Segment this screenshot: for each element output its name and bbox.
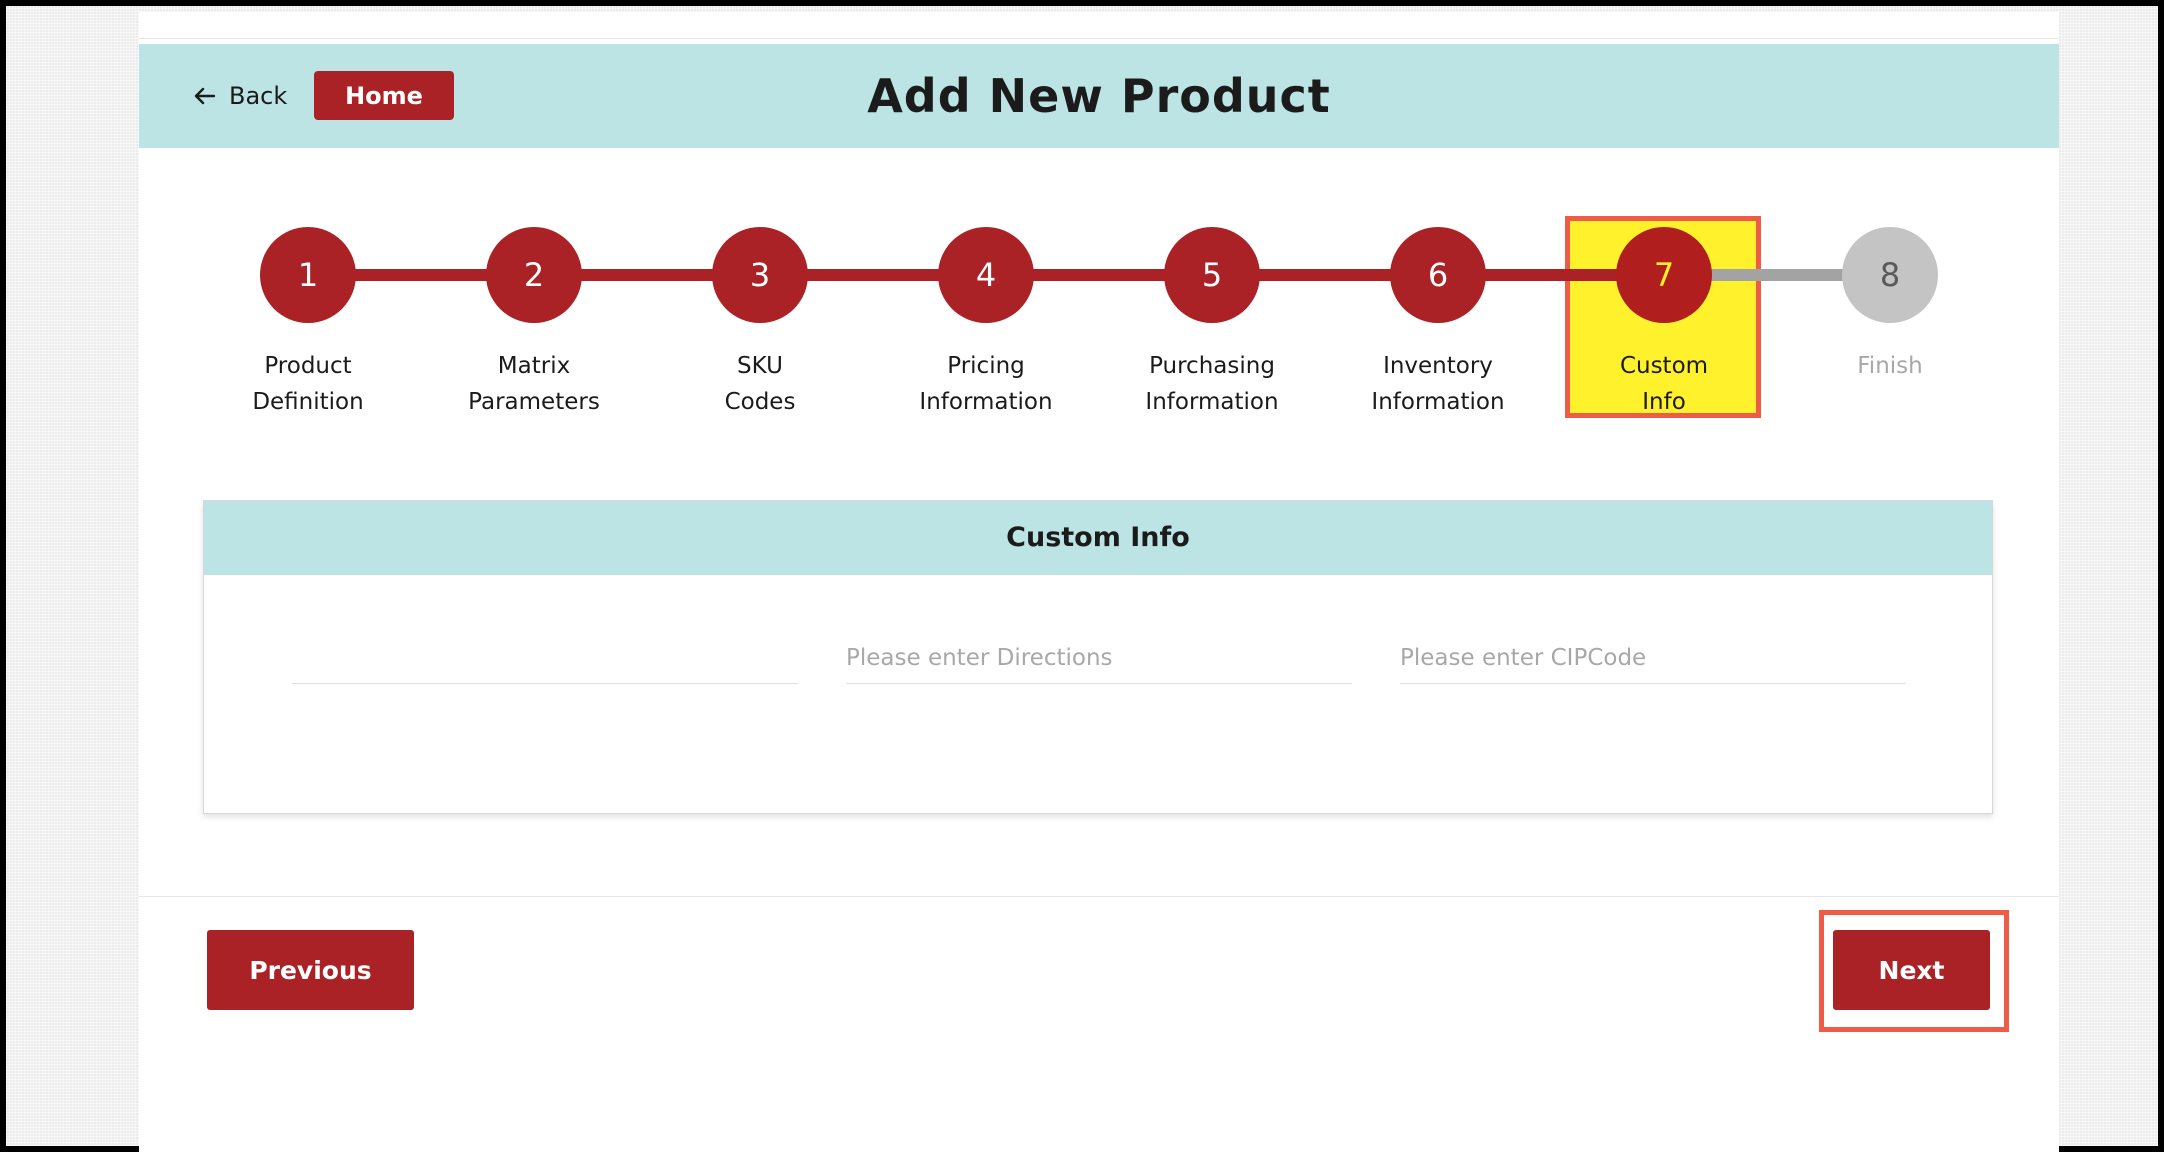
step-connector	[1438, 269, 1664, 281]
back-label: Back	[229, 82, 288, 110]
directions-input[interactable]	[846, 633, 1352, 684]
step-4-circle[interactable]: 4	[938, 227, 1034, 323]
step-7-circle[interactable]: 7	[1616, 227, 1712, 323]
step-connector	[1664, 269, 1890, 281]
card-title: Custom Info	[204, 501, 1992, 575]
step-3-circle[interactable]: 3	[712, 227, 808, 323]
custom-info-card: Custom Info	[203, 500, 1993, 814]
previous-button[interactable]: Previous	[207, 930, 414, 1010]
step-label-line: Codes	[724, 389, 796, 415]
step-connector	[760, 269, 986, 281]
step-label-line: Finish	[1857, 353, 1923, 379]
step-label-line: Info	[1642, 389, 1686, 415]
step-3-label: SKU Codes	[650, 348, 870, 420]
step-label-line: Purchasing	[1149, 353, 1275, 379]
step-8-circle[interactable]: 8	[1842, 227, 1938, 323]
footer-divider	[139, 896, 2059, 897]
step-label-line: SKU	[737, 353, 783, 379]
step-label-line: Information	[1145, 389, 1279, 415]
step-label-line: Definition	[252, 389, 364, 415]
step-1-circle[interactable]: 1	[260, 227, 356, 323]
step-connector	[308, 269, 534, 281]
step-5-circle[interactable]: 5	[1164, 227, 1260, 323]
step-label-line: Product	[264, 353, 352, 379]
step-label-line: Pricing	[947, 353, 1025, 379]
step-connector	[534, 269, 760, 281]
step-label-line: Matrix	[497, 353, 571, 379]
step-2-circle[interactable]: 2	[486, 227, 582, 323]
home-button[interactable]: Home	[314, 71, 454, 120]
step-label-line: Information	[1371, 389, 1505, 415]
cipcode-input[interactable]	[1400, 633, 1906, 684]
step-label-line: Information	[919, 389, 1053, 415]
back-link[interactable]: Back	[193, 80, 287, 112]
arrow-left-icon	[193, 87, 215, 105]
step-connector	[986, 269, 1212, 281]
step-8-label: Finish	[1780, 348, 2000, 384]
step-label-line: Parameters	[468, 389, 600, 415]
step-connector	[1212, 269, 1438, 281]
step-label-line: Inventory	[1383, 353, 1493, 379]
next-button-highlight	[1819, 910, 2009, 1032]
top-divider	[139, 38, 2059, 39]
next-button[interactable]: Next	[1833, 930, 1990, 1010]
custom-field-input[interactable]	[292, 633, 798, 684]
step-6-circle[interactable]: 6	[1390, 227, 1486, 323]
step-label-line: Custom	[1619, 353, 1709, 379]
